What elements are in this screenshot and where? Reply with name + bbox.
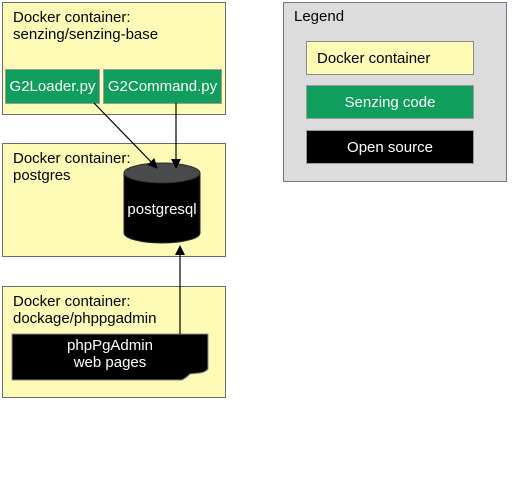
legend-item-label: Docker container [317,49,431,67]
container-label-line1: Docker container: [13,150,131,167]
phppgadmin-web-pages-document[interactable]: phpPgAdmin web pages [11,333,209,381]
phppgadmin-container-label: Docker container: dockage/phppgadmin [13,293,156,327]
legend-item-open-source: Open source [306,130,474,164]
container-label-line2: postgres [13,167,71,184]
container-label-line2: senzing/senzing-base [13,26,159,43]
g2loader-box[interactable]: G2Loader.py [5,69,100,104]
senzing-base-container-label: Docker container: senzing/senzing-base [13,9,158,43]
document-label-line1: phpPgAdmin [67,337,153,354]
postgresql-label: postgresql [127,201,196,218]
legend-item-label: Senzing code [344,93,436,111]
container-label-line1: Docker container: [13,293,131,310]
container-label-line1: Docker container: [13,9,131,26]
g2command-label: G2Command.py [107,78,218,95]
g2command-box[interactable]: G2Command.py [103,69,222,104]
legend-item-docker-container: Docker container [306,41,474,75]
legend-panel: Legend Docker container Senzing code Ope… [283,2,507,182]
postgresql-database-icon[interactable]: postgresql [123,162,201,244]
g2loader-label: G2Loader.py [9,78,96,95]
senzing-base-container: Docker container: senzing/senzing-base G… [2,2,226,115]
legend-title: Legend [294,8,345,25]
postgres-container-label: Docker container: postgres [13,150,131,184]
document-label-line2: web pages [73,354,147,371]
legend-item-senzing-code: Senzing code [306,85,474,119]
container-label-line2: dockage/phppgadmin [13,310,157,327]
legend-item-label: Open source [347,138,433,156]
